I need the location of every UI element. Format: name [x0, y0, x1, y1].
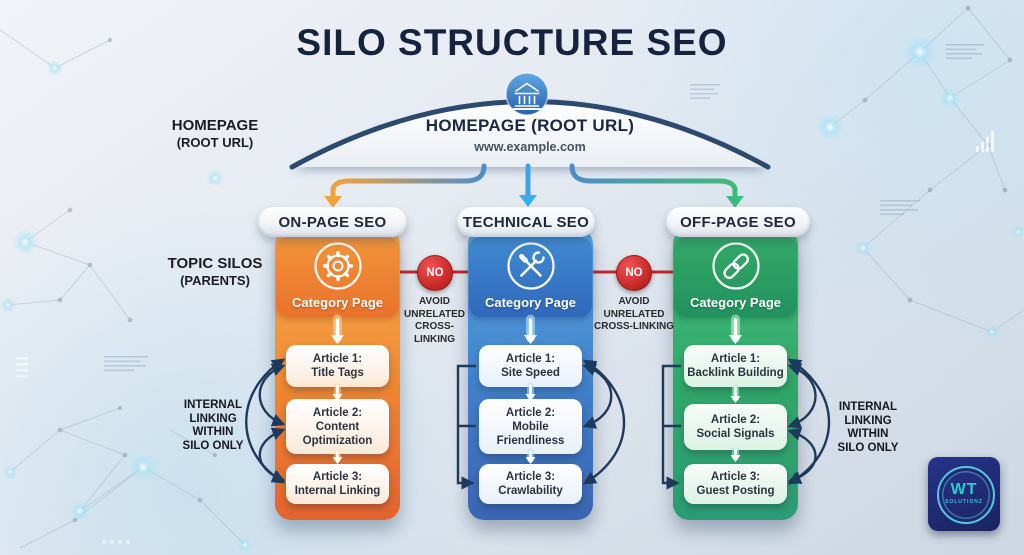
glow-dots: [0, 35, 1024, 553]
category-page-on-page: Category Page: [276, 237, 399, 317]
gear-icon: [313, 242, 362, 290]
internal-left-line: WITHIN: [192, 426, 234, 438]
category-page-label: Category Page: [689, 295, 782, 310]
logo-subtext: SOLUTIONZ: [945, 499, 983, 505]
warning-avoid-cross-linking-left: AVOID UNRELATED CROSS- LINKING: [392, 296, 477, 346]
article-card-guest-posting: Article 3: Guest Posting: [684, 464, 787, 504]
article-topic: Mobile Friendliness: [496, 420, 565, 447]
homepage-url: www.example.com: [474, 140, 586, 154]
article-card-backlink-building: Article 1: Backlink Building: [684, 345, 787, 387]
silo-column-on-page: Category Page Article 1: Title Tags Arti…: [275, 228, 400, 520]
article-label: Article 3:: [505, 471, 556, 483]
network-dots-top-right: [862, 5, 1013, 335]
category-page-technical: Category Page: [469, 237, 592, 317]
network-lines-left: [0, 29, 246, 549]
arrowhead-green: [726, 196, 744, 208]
label-homepage-root-url: HOMEPAGE (ROOT URL): [150, 117, 280, 151]
article-label: Article 1:: [505, 353, 556, 365]
article-card-internal-linking: Article 3: Internal Linking: [286, 464, 389, 504]
no-badge-left: NO: [417, 255, 453, 291]
internal-right-line: SILO ONLY: [837, 441, 899, 454]
label-internal-linking-right: INTERNAL LINKING WITHIN SILO ONLY: [813, 401, 923, 455]
network-lines-top-right: [829, 7, 1024, 333]
chain-link-icon: [711, 242, 760, 290]
arrowhead-blue: [519, 195, 537, 207]
warning-line: CROSS-LINKING: [594, 321, 674, 332]
article-card-crawlability: Article 3: Crawlability: [479, 464, 582, 504]
warning-line: AVOID: [618, 296, 650, 307]
warning-avoid-cross-linking-right: AVOID UNRELATED CROSS-LINKING: [582, 296, 686, 334]
internal-right-line: WITHIN: [847, 428, 889, 440]
article-label: Article 2:: [505, 406, 556, 419]
warning-line: LINKING: [413, 333, 456, 345]
article-label: Article 3:: [312, 471, 363, 483]
internal-left-line: LINKING: [189, 412, 237, 425]
warning-line: AVOID: [419, 296, 450, 307]
bank-icon: [505, 72, 549, 116]
arrowhead-orange: [324, 196, 342, 208]
logo-monogram: WT: [950, 481, 978, 498]
article-card-site-speed: Article 1: Site Speed: [479, 345, 582, 387]
article-topic: Content Optimization: [302, 420, 373, 447]
article-label: Article 3:: [710, 471, 761, 483]
article-topic: Guest Posting: [696, 485, 775, 497]
warning-line: UNRELATED: [404, 308, 465, 320]
article-topic: Internal Linking: [294, 485, 381, 497]
article-card-social-signals: Article 2: Social Signals: [684, 404, 787, 450]
silo-header-on-page-seo: ON-PAGE SEO: [258, 207, 407, 237]
warning-line: CROSS-: [415, 321, 454, 332]
page-title: SILO STRUCTURE SEO: [296, 22, 728, 63]
article-label: Article 1:: [312, 353, 363, 365]
article-card-mobile-friendliness: Article 2: Mobile Friendliness: [479, 399, 582, 454]
article-label: Article 2:: [710, 414, 761, 426]
label-topic-line2: (PARENTS): [180, 273, 250, 288]
warning-line: UNRELATED: [603, 308, 665, 320]
dash-decor: [16, 357, 130, 544]
category-page-label: Category Page: [291, 295, 384, 310]
homepage-heading: HOMEPAGE (ROOT URL): [425, 116, 635, 135]
article-topic: Backlink Building: [687, 367, 784, 379]
article-topic: Site Speed: [501, 367, 560, 379]
tools-icon: [506, 242, 555, 290]
silo-column-technical: Category Page Article 1: Site Speed Arti…: [468, 228, 593, 520]
connector-right: [569, 163, 738, 199]
connector-left: [330, 163, 487, 199]
wt-solutionz-logo: WT SOLUTIONZ: [928, 457, 1000, 531]
silo-header-off-page-seo: OFF-PAGE SEO: [666, 207, 810, 237]
article-topic: Social Signals: [696, 428, 775, 440]
internal-right-line: INTERNAL: [838, 401, 898, 413]
label-topic-line1: TOPIC SILOS: [167, 255, 263, 272]
article-label: Article 2:: [312, 406, 363, 419]
logo-ring: [937, 466, 995, 524]
article-topic: Crawlability: [498, 485, 563, 497]
article-card-title-tags: Article 1: Title Tags: [286, 345, 389, 387]
article-label: Article 1:: [710, 353, 761, 365]
internal-left-line: INTERNAL: [183, 399, 243, 411]
internal-left-line: SILO ONLY: [182, 439, 244, 452]
micro-data-blocks: [104, 44, 984, 372]
homepage-to-silo-connectors: [330, 163, 738, 199]
silo-column-off-page: Category Page Article 1: Backlink Buildi…: [673, 228, 798, 520]
label-homepage-line2: (ROOT URL): [176, 135, 254, 150]
label-internal-linking-left: INTERNAL LINKING WITHIN SILO ONLY: [158, 399, 268, 453]
category-page-off-page: Category Page: [674, 237, 797, 317]
article-card-content-optimization: Article 2: Content Optimization: [286, 399, 389, 454]
category-page-label: Category Page: [484, 295, 577, 310]
label-topic-silos: TOPIC SILOS (PARENTS): [150, 255, 280, 289]
label-homepage-line1: HOMEPAGE: [171, 117, 259, 134]
article-topic: Title Tags: [311, 367, 364, 379]
internal-right-line: LINKING: [844, 414, 892, 427]
no-badge-right: NO: [616, 255, 652, 291]
silo-header-technical-seo: TECHNICAL SEO: [457, 207, 595, 237]
signal-bars-decor: [976, 131, 994, 152]
